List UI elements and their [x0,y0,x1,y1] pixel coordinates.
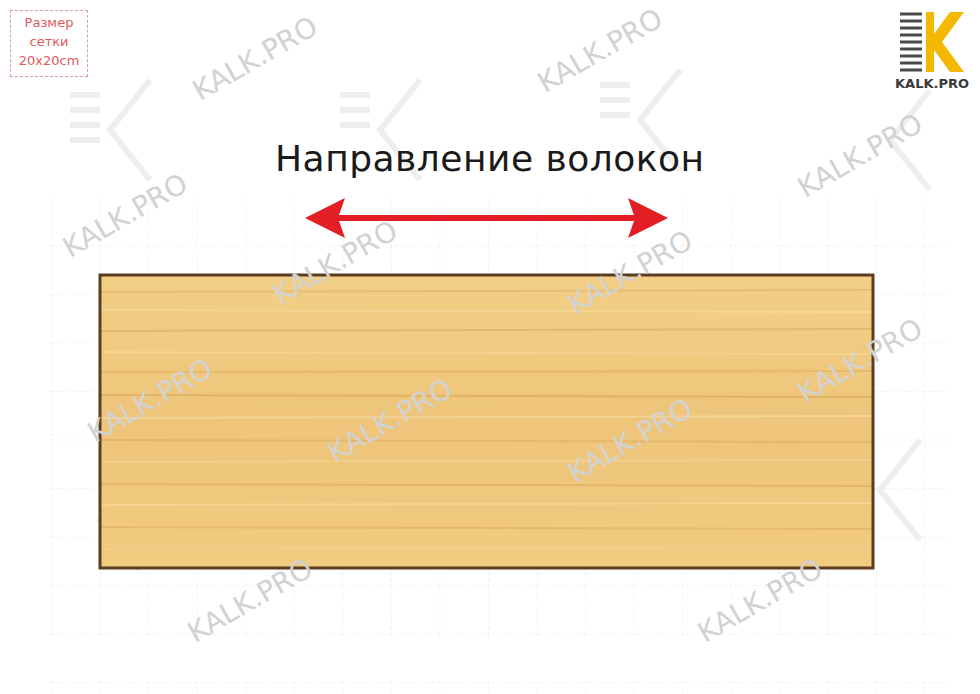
watermark: KALK.PRO [562,224,698,322]
grid [45,678,950,694]
watermark: KALK.PRO [692,552,828,650]
watermark: KALK.PRO [57,167,193,265]
logo-text: KALK.PRO [895,76,969,91]
watermark: KALK.PRO [82,352,218,450]
watermark-symbols [70,70,930,570]
watermark: KALK.PRO [187,10,323,108]
note-text: Размер сетки 20x20cm [15,14,83,71]
watermark: KALK.PRO [322,372,458,470]
watermark: KALK.PRO [562,392,698,490]
title: Направление волокон [275,138,705,179]
grid-size-note: Размер сетки 20x20cm [10,10,88,77]
watermark: KALK.PRO [792,312,928,410]
watermark: KALK.PRO [792,107,928,205]
logo-mark [900,12,964,72]
watermark: KALK.PRO [532,2,668,100]
watermark: KALK.PRO [182,552,318,650]
wood-board [100,275,873,568]
watermark: KALK.PRO [267,214,403,312]
